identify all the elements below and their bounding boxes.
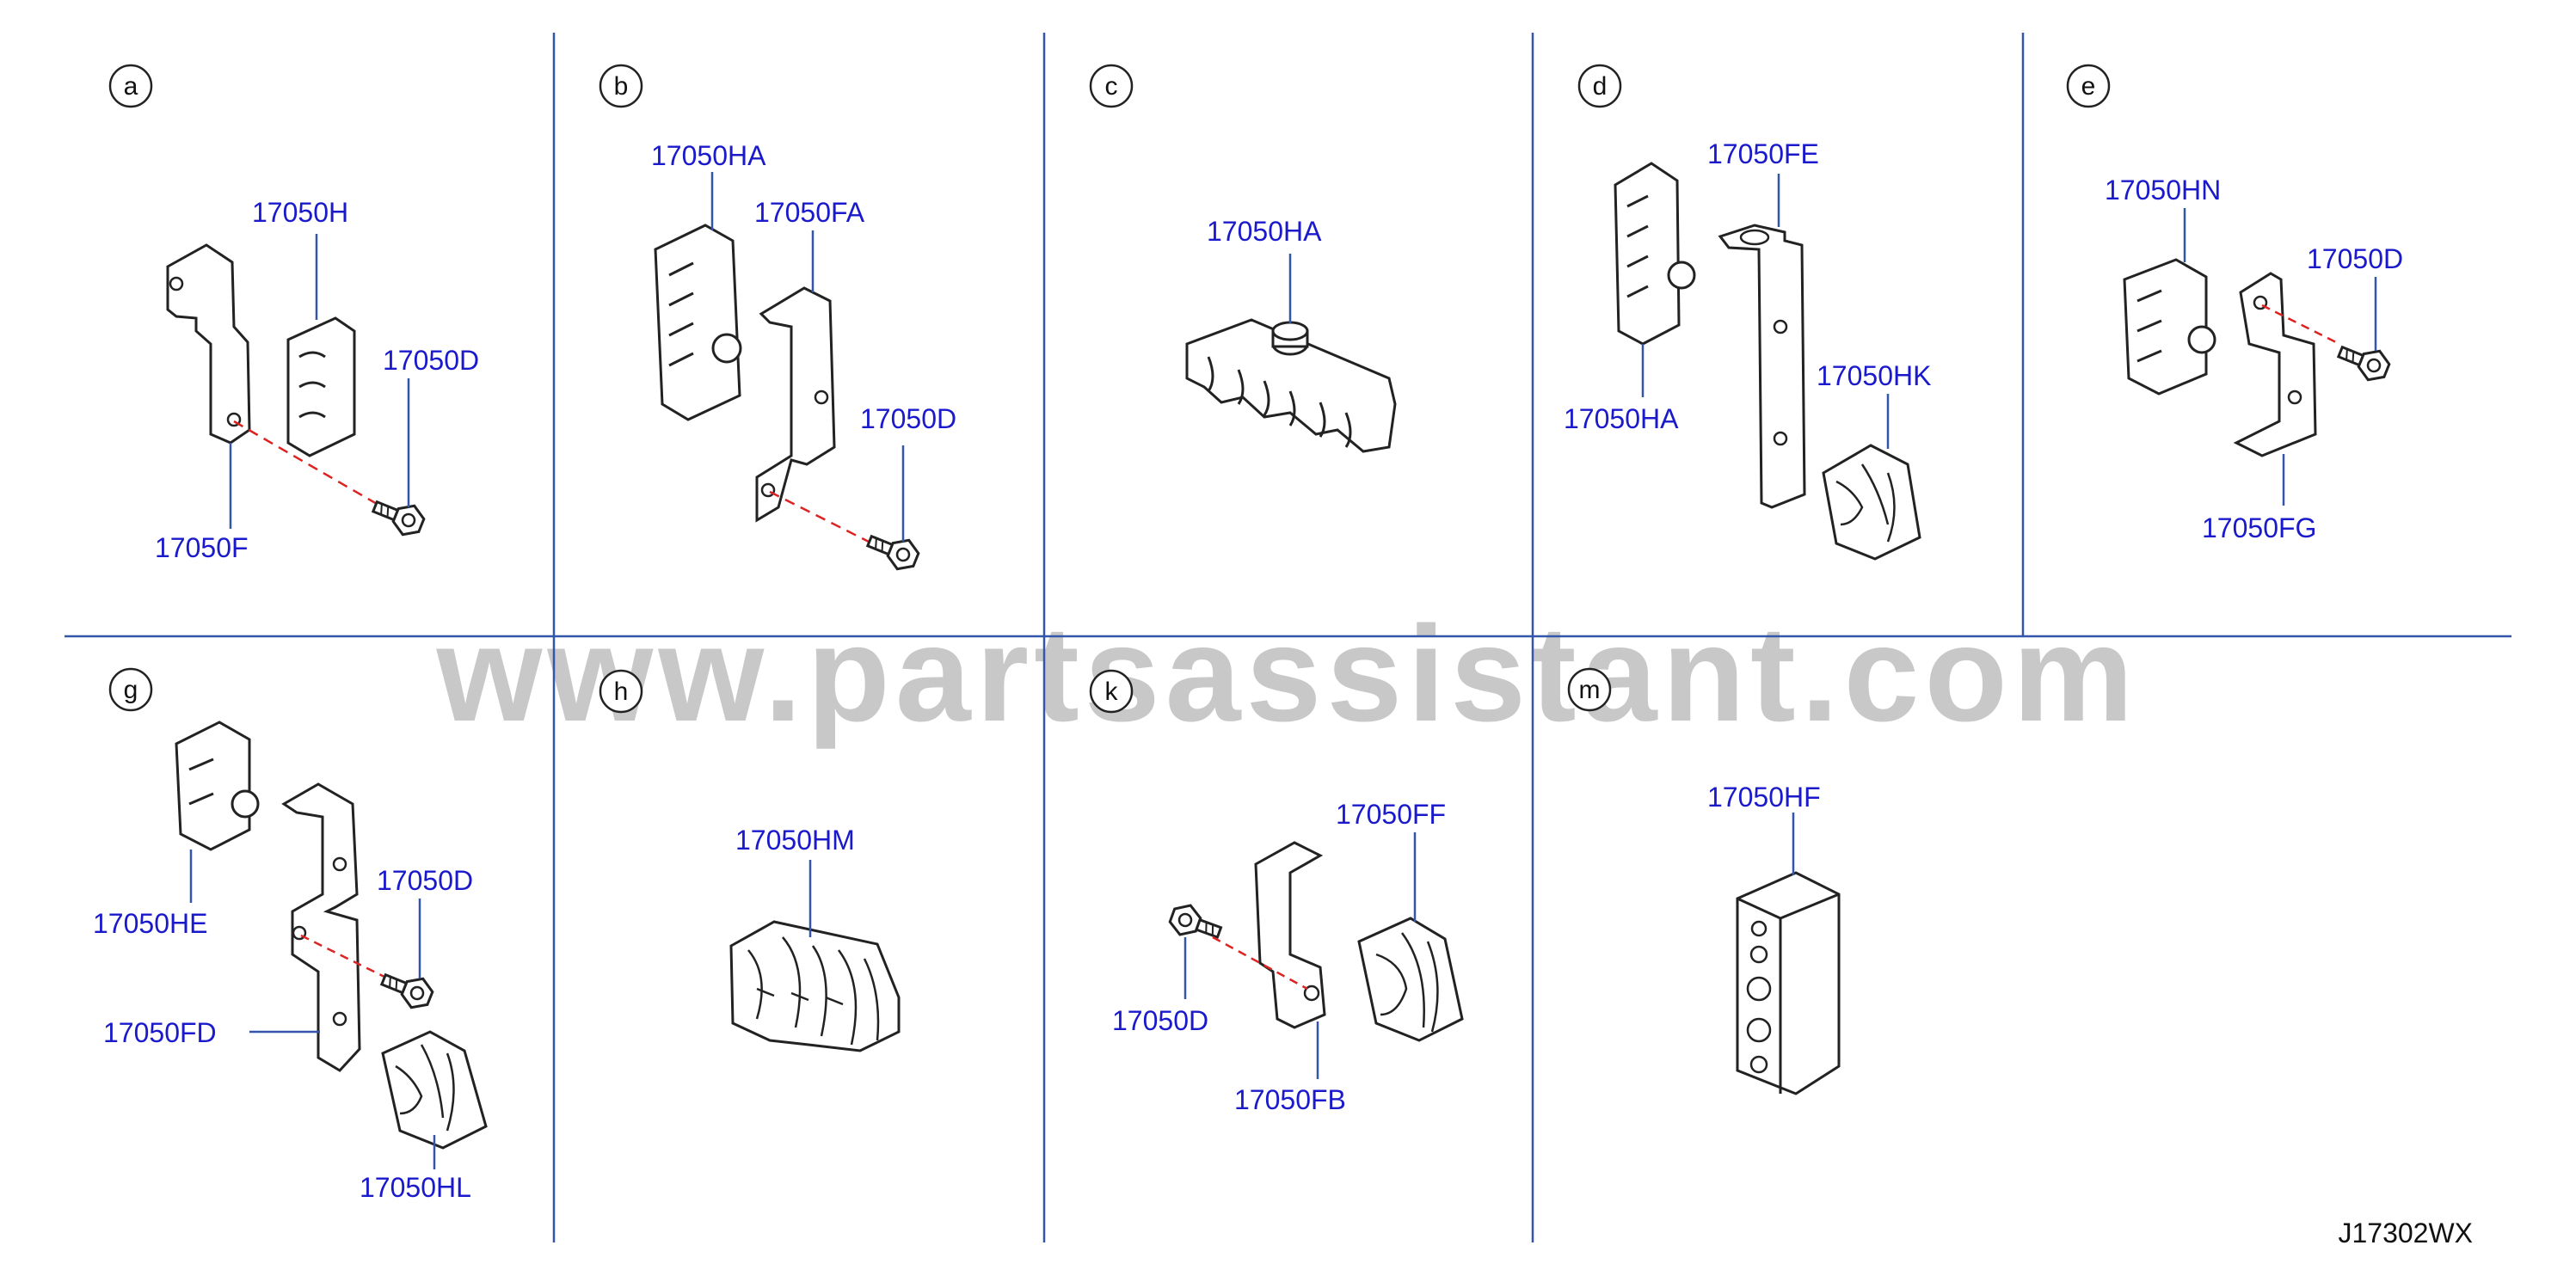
part-label-17050HL: 17050HL [360, 1172, 471, 1203]
part-label-17050D-b: 17050D [860, 403, 956, 434]
clip-17050HA-d [1614, 162, 1681, 346]
panel-letters: a b c d e g h k m [108, 64, 2111, 714]
panel-letter-h: h [599, 669, 643, 714]
part-label-17050FB: 17050FB [1234, 1084, 1346, 1115]
panel-letter-e: e [2066, 64, 2111, 108]
clip-17050HN [2123, 258, 2208, 396]
svg-text:h: h [614, 678, 629, 706]
panel-letter-k: k [1089, 669, 1134, 714]
part-label-17050HA-d: 17050HA [1564, 403, 1679, 434]
panel-c: 17050HA [1185, 216, 1397, 453]
part-label-17050HN: 17050HN [2105, 175, 2221, 206]
part-label-17050FG: 17050FG [2202, 512, 2316, 543]
part-label-17050F: 17050F [155, 532, 249, 563]
panel-letter-d: d [1577, 64, 1622, 108]
panel-g: 17050HE 17050D 17050FD 17050HL [93, 721, 488, 1203]
part-label-17050HF: 17050HF [1707, 782, 1821, 813]
clip-17050HE [175, 721, 251, 851]
panel-h: 17050HM [729, 825, 901, 1052]
part-label-17050FF: 17050FF [1336, 799, 1446, 830]
panel-d: 17050FE 17050HA 17050HK [1564, 138, 1931, 561]
panel-letter-b: b [599, 64, 643, 108]
bracket-17050FD [281, 782, 361, 1072]
part-label-17050HA-b: 17050HA [651, 140, 766, 171]
svg-text:b: b [614, 72, 629, 101]
panel-letter-a: a [108, 64, 153, 108]
part-label-17050D: 17050D [383, 345, 479, 376]
clip-17050FF [1357, 917, 1464, 1042]
svg-text:m: m [1579, 676, 1601, 704]
panel-letter-m: m [1567, 667, 1612, 712]
clip-17050HA-c [1185, 318, 1397, 453]
bracket-17050FA [755, 286, 836, 523]
part-label-17050HA-c: 17050HA [1207, 216, 1322, 247]
panel-letter-c: c [1089, 64, 1134, 108]
svg-text:g: g [124, 676, 138, 704]
part-label-17050HK: 17050HK [1817, 360, 1931, 391]
bracket-17050FB [1254, 841, 1326, 1029]
part-label-17050D-k: 17050D [1112, 1005, 1208, 1036]
bracket-17050FG [2233, 272, 2317, 457]
panel-e: 17050HN 17050D 17050FG [2105, 175, 2403, 543]
diagram-code: J17302WX [2338, 1218, 2473, 1248]
clip-17050H [286, 316, 356, 457]
clip-17050HA-b [654, 224, 741, 421]
block-17050HF [1736, 871, 1841, 1095]
svg-text:e: e [2081, 72, 2096, 101]
part-label-17050FD: 17050FD [103, 1017, 217, 1048]
svg-text:k: k [1105, 678, 1119, 706]
part-label-17050FA: 17050FA [754, 197, 865, 228]
svg-text:a: a [124, 72, 138, 101]
watermark: www.partsassistant.com [436, 598, 2139, 750]
part-label-17050HM: 17050HM [735, 825, 855, 856]
part-label-17050D-g: 17050D [377, 865, 473, 896]
clip-17050HM [729, 920, 901, 1052]
panel-letter-g: g [108, 667, 153, 712]
part-label-17050FE: 17050FE [1707, 138, 1819, 169]
part-label-17050H: 17050H [252, 197, 348, 228]
svg-text:d: d [1593, 72, 1608, 101]
part-label-17050HE: 17050HE [93, 908, 207, 939]
part-label-17050D-e: 17050D [2307, 243, 2403, 274]
panel-grid [65, 33, 2511, 1242]
bracket-17050FE [1718, 224, 1806, 509]
clip-17050HL [381, 1030, 488, 1150]
panel-b: 17050HA 17050FA 17050D [651, 140, 956, 576]
svg-text:c: c [1105, 72, 1118, 101]
bracket-17050F [166, 243, 251, 445]
panel-k: 17050FF 17050D 17050FB [1112, 799, 1464, 1115]
clip-17050HK [1822, 444, 1921, 561]
panel-m: 17050HF [1707, 782, 1841, 1095]
panel-a: 17050H 17050D 17050F [155, 197, 479, 563]
